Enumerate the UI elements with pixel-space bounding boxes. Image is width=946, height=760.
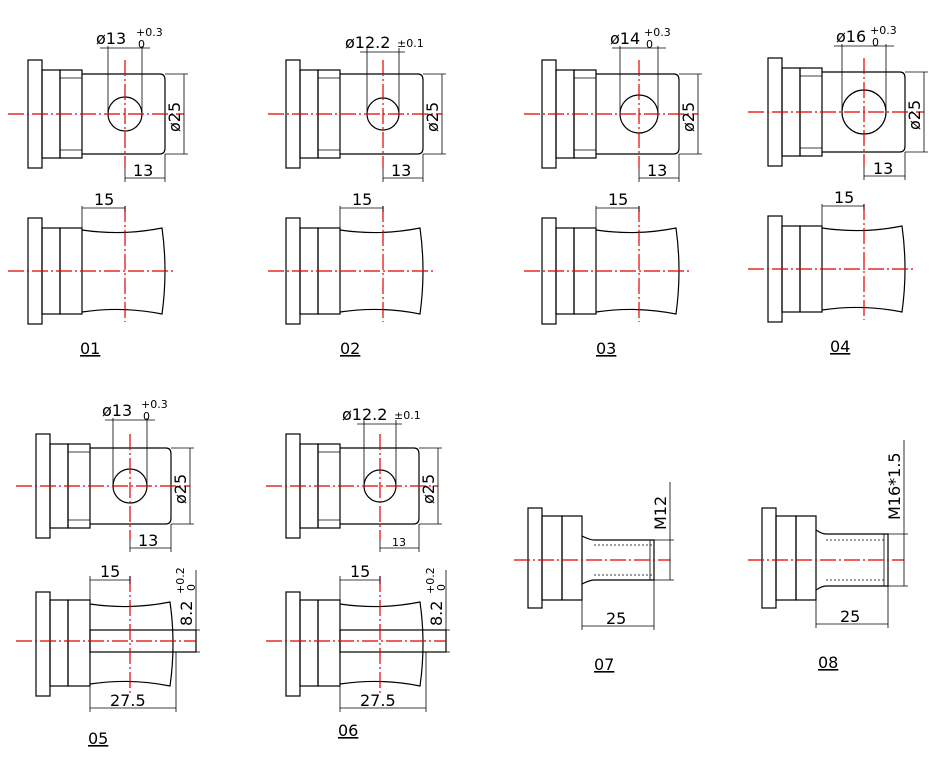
slot-tol-upper: +0.2 xyxy=(424,567,437,594)
flange xyxy=(35,591,51,697)
part-06: ø12.2 ±0.1 ø25 13 15 8.2 +0.2 0 xyxy=(266,405,450,740)
flat-pos-text: 15 xyxy=(100,562,120,581)
flat-pos-text: 15 xyxy=(834,188,854,207)
part-06-top-view: ø12.2 ±0.1 ø25 13 xyxy=(266,405,442,552)
slot-tol-lower: 0 xyxy=(185,584,198,591)
hole-dia-text: ø14 xyxy=(610,29,640,48)
flat-pos-text: 15 xyxy=(94,190,114,209)
thread-text: M16*1.5 xyxy=(885,452,904,520)
hole-pos-text: 13 xyxy=(392,536,406,549)
length-text: 25 xyxy=(606,609,626,628)
part-07: M12 25 07 xyxy=(514,482,674,674)
hex xyxy=(67,599,91,687)
flange xyxy=(285,591,301,697)
hole-dia-text: ø12.2 xyxy=(342,405,387,424)
flat-pos-text: 15 xyxy=(608,190,628,209)
body-dia-text: ø25 xyxy=(419,474,438,504)
slot-tol-upper: +0.2 xyxy=(174,567,187,594)
part-04: ø16 +0.3 0 ø25 13 15 04 xyxy=(748,24,928,356)
flange xyxy=(527,507,543,609)
hole-tol-lower: 0 xyxy=(646,38,653,51)
body-dia-text: ø25 xyxy=(165,102,184,132)
flange xyxy=(761,507,777,609)
body-dia-text: ø25 xyxy=(423,102,442,132)
hole-tol-lower: 0 xyxy=(138,38,145,51)
part-05-top-view: ø13 +0.3 0 ø25 13 xyxy=(16,398,194,552)
hole-dia-text: ø13 xyxy=(102,401,132,420)
part-02-side-view: 15 xyxy=(268,190,434,325)
hex xyxy=(317,599,341,687)
collar xyxy=(299,599,319,687)
body-flats xyxy=(339,601,424,687)
hole-pos-text: 13 xyxy=(133,161,153,180)
hole-tol-upper: +0.3 xyxy=(870,24,897,37)
part-04-top-view: ø16 +0.3 0 ø25 13 xyxy=(748,24,928,180)
slot-length-text: 27.5 xyxy=(110,691,146,710)
part-label: 01 xyxy=(80,339,100,358)
hole-dia-text: ø13 xyxy=(96,29,126,48)
flat-pos-text: 15 xyxy=(352,190,372,209)
collar xyxy=(775,515,797,601)
hole-tol-lower: 0 xyxy=(872,36,879,49)
part-label: 02 xyxy=(340,339,360,358)
part-08: M16*1.5 25 08 xyxy=(748,440,908,672)
part-label: 05 xyxy=(88,729,108,748)
hole-tol-lower: 0 xyxy=(143,410,150,423)
part-01-top-view: ø13 +0.3 0 ø25 13 xyxy=(8,26,188,182)
collar xyxy=(541,515,563,601)
hole-pos-text: 13 xyxy=(138,531,158,550)
body-flats xyxy=(89,601,174,687)
part-06-side-view: 15 8.2 +0.2 0 27.5 xyxy=(266,562,450,712)
hex xyxy=(561,515,583,601)
part-label: 03 xyxy=(596,339,616,358)
body-dia-text: ø25 xyxy=(679,102,698,132)
hole-tol-upper: +0.3 xyxy=(644,26,671,39)
hole-pos-text: 13 xyxy=(873,159,893,178)
part-04-side-view: 15 xyxy=(748,188,914,323)
hole-tol-text: ±0.1 xyxy=(397,37,424,50)
part-02-top-view: ø12.2 ±0.1 ø25 13 xyxy=(268,33,446,182)
hex xyxy=(795,515,817,601)
part-01: ø13 +0.3 0 ø25 13 15 01 xyxy=(8,26,188,358)
slot-width-text: 8.2 xyxy=(427,601,446,626)
hole-pos-text: 13 xyxy=(391,161,411,180)
part-01-side-view: 15 xyxy=(8,190,176,325)
part-02: ø12.2 ±0.1 ø25 13 15 02 xyxy=(268,33,446,358)
collar xyxy=(49,599,69,687)
slot-width-text: 8.2 xyxy=(177,601,196,626)
hole-tol-text: ±0.1 xyxy=(394,409,421,422)
hole-dia-text: ø12.2 xyxy=(345,33,390,52)
part-label: 08 xyxy=(818,653,838,672)
slot-tol-lower: 0 xyxy=(435,584,448,591)
part-03-side-view: 15 xyxy=(524,190,690,325)
part-05-side-view: 15 8.2 +0.2 0 27.5 xyxy=(16,562,200,712)
part-label: 06 xyxy=(338,721,358,740)
length-text: 25 xyxy=(840,607,860,626)
part-05: ø13 +0.3 0 ø25 13 15 8.2 +0.2 0 xyxy=(16,398,200,748)
part-03-top-view: ø14 +0.3 0 ø25 13 xyxy=(524,26,702,182)
slot-length-text: 27.5 xyxy=(360,691,396,710)
hole-tol-upper: +0.3 xyxy=(136,26,163,39)
hole-tol-upper: +0.3 xyxy=(141,398,168,411)
body-dia-text: ø25 xyxy=(171,474,190,504)
part-label: 07 xyxy=(594,655,614,674)
part-03: ø14 +0.3 0 ø25 13 15 03 xyxy=(524,26,702,358)
hole-dia-text: ø16 xyxy=(836,27,866,46)
part-label: 04 xyxy=(830,337,850,356)
hole-pos-text: 13 xyxy=(647,161,667,180)
flat-pos-text: 15 xyxy=(350,562,370,581)
body-dia-text: ø25 xyxy=(905,100,924,130)
thread-text: M12 xyxy=(651,496,670,530)
